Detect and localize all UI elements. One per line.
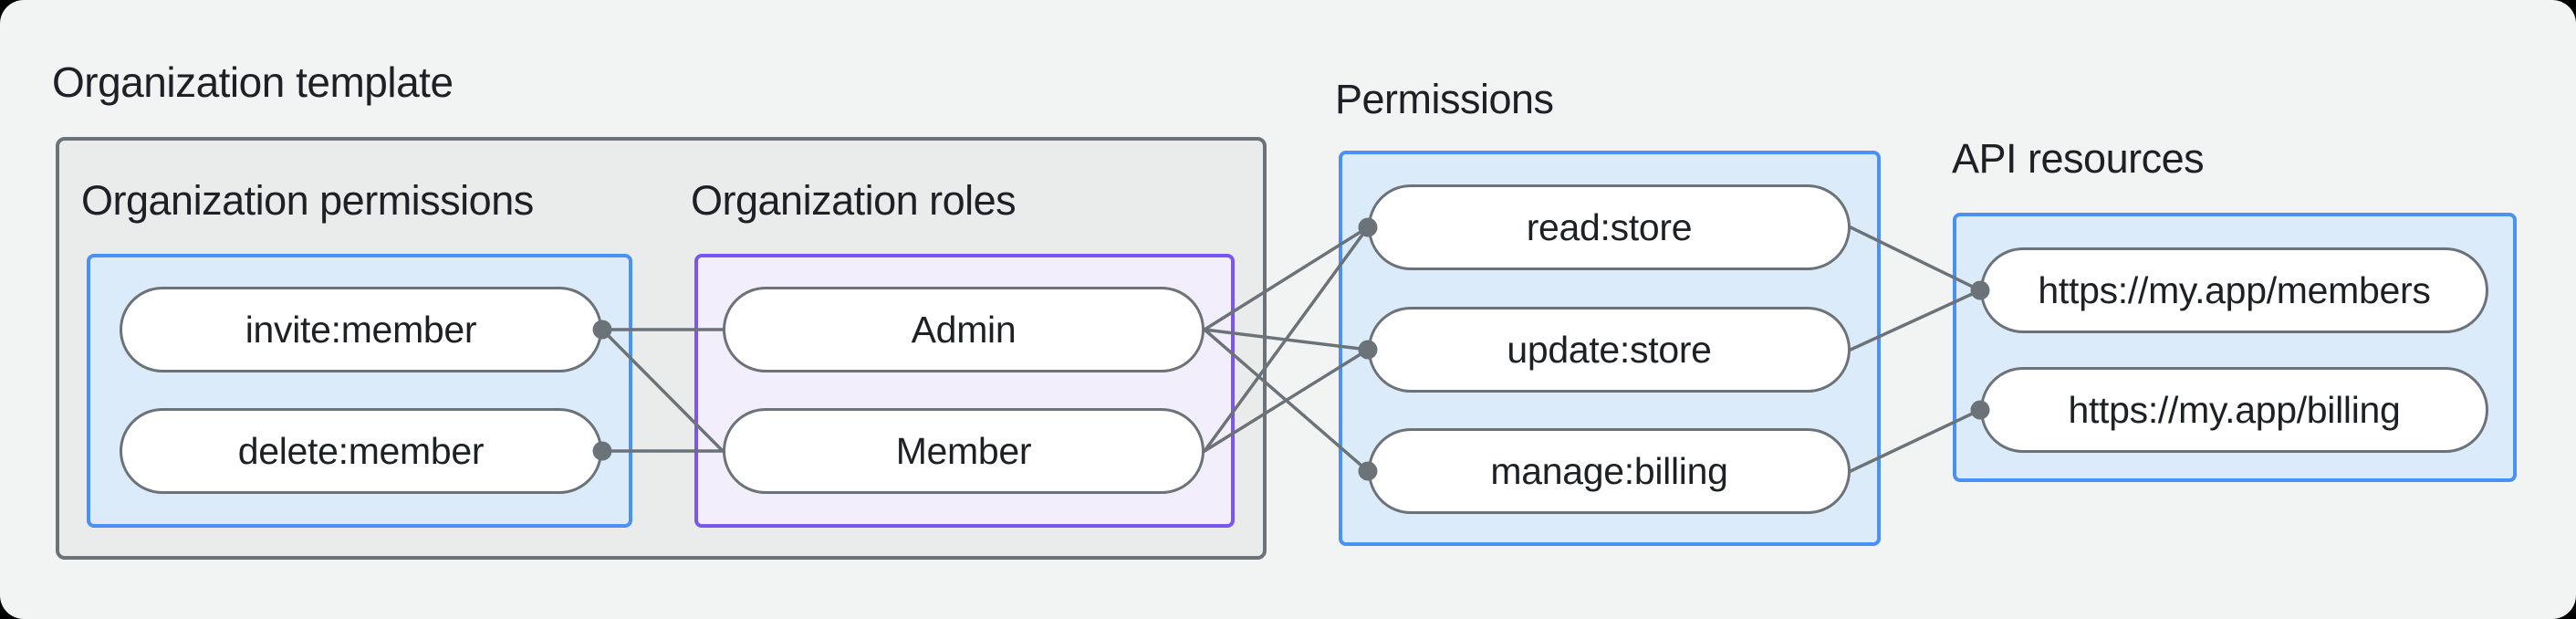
node-invite-member: invite:member xyxy=(120,287,602,372)
org-roles-label: Organization roles xyxy=(691,177,1017,224)
node-api-members: https://my.app/members xyxy=(1980,247,2488,333)
node-read-store: read:store xyxy=(1368,184,1851,270)
node-api-billing: https://my.app/billing xyxy=(1980,367,2488,453)
node-delete-member: delete:member xyxy=(120,408,602,494)
node-admin: Admin xyxy=(723,287,1205,372)
node-manage-billing: manage:billing xyxy=(1368,428,1851,514)
node-member: Member xyxy=(723,408,1205,494)
diagram-title: Organization template xyxy=(52,58,454,106)
org-permissions-label: Organization permissions xyxy=(81,177,534,224)
api-resources-label: API resources xyxy=(1952,135,2205,182)
node-update-store: update:store xyxy=(1368,307,1851,393)
permissions-label: Permissions xyxy=(1335,76,1554,122)
